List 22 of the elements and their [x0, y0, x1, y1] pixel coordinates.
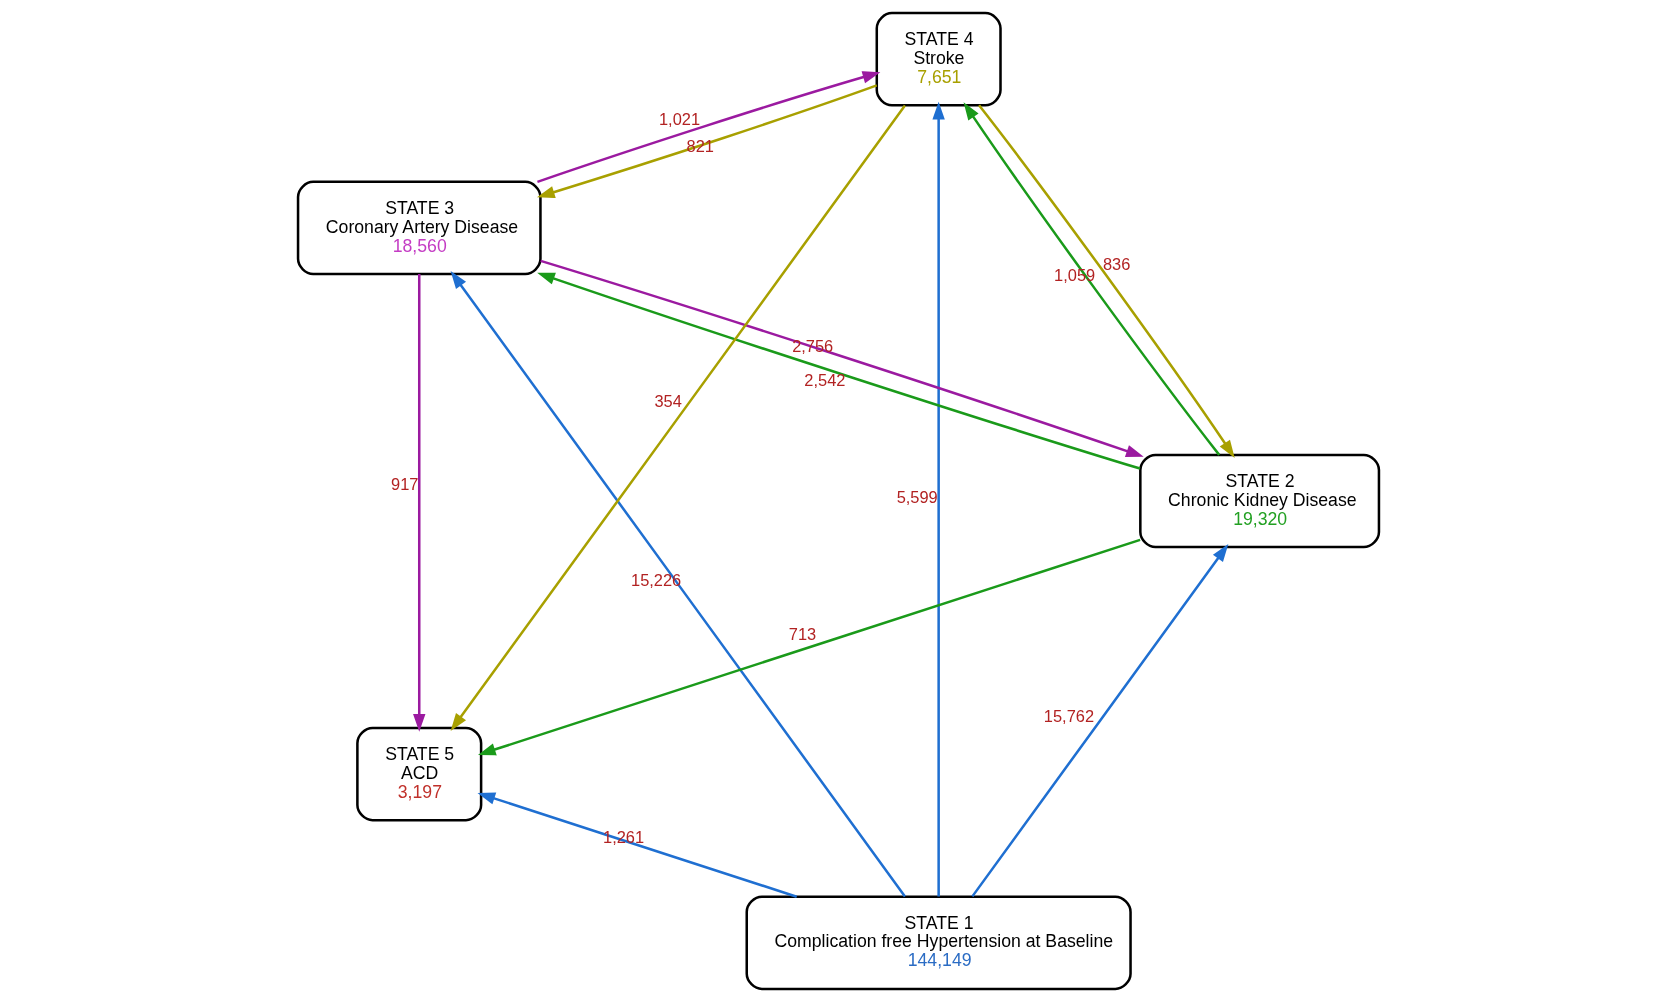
- node-box: STATE 3 Coronary Artery Disease 18,560: [296, 180, 542, 276]
- arrow: [477, 792, 797, 898]
- arrow: [450, 271, 906, 898]
- edge-label: 354: [653, 391, 682, 410]
- edge-label: 917: [390, 475, 418, 494]
- edge-label: 836: [1102, 254, 1130, 273]
- edge-label: 15,762: [1043, 707, 1094, 726]
- arrow: [450, 104, 906, 731]
- arrow: [970, 544, 1228, 898]
- node-box: STATE 5 ACD 3,197: [355, 726, 482, 822]
- edge-label: 2,542: [803, 371, 845, 390]
- node-box: STATE 1 Complication free Hypertension at Baseline 144,149: [745, 895, 1132, 991]
- node-box: STATE 2 Chronic Kidney Disease 19,320: [1138, 453, 1380, 549]
- edge-label: 5,599: [896, 487, 938, 506]
- arrow: [536, 71, 880, 184]
- edge-label: 1,021: [658, 109, 700, 128]
- edge-label: 713: [788, 625, 816, 644]
- arrow: [536, 84, 877, 199]
- node-box: STATE 4 Stroke 7,651: [875, 11, 1002, 107]
- arrow: [931, 101, 945, 897]
- arrow: [412, 274, 425, 732]
- arrow: [477, 538, 1140, 756]
